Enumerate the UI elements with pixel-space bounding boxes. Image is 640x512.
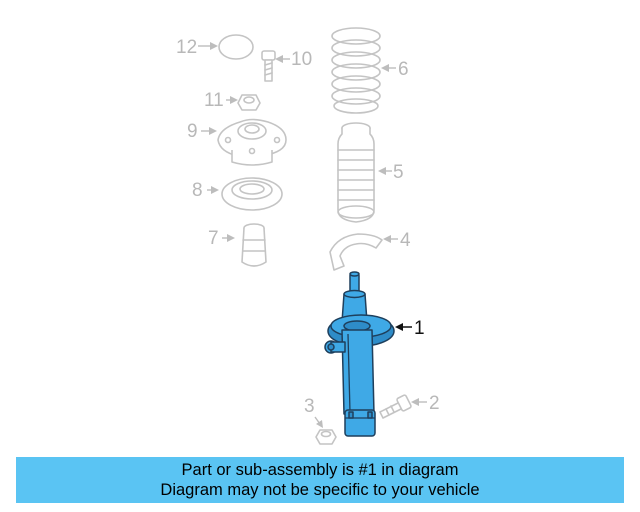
banner-line-2: Diagram may not be specific to your vehi… — [160, 481, 480, 499]
part-7-bump-stop[interactable] — [241, 223, 267, 267]
svg-text:4: 4 — [400, 230, 411, 251]
callout-6: 6 — [381, 59, 409, 80]
svg-text:3: 3 — [304, 396, 315, 417]
part-10-bolt[interactable] — [261, 50, 276, 82]
part-9-strut-mount[interactable] — [217, 118, 287, 166]
callout-8: 8 — [192, 180, 219, 201]
callout-9: 9 — [187, 121, 217, 142]
callout-3: 3 — [304, 396, 323, 428]
part-2-bolt[interactable] — [379, 394, 412, 419]
info-banner: Part or sub-assembly is #1 in diagram Di… — [16, 457, 624, 503]
part-1-strut-assembly[interactable] — [324, 271, 395, 437]
part-3-nut[interactable] — [315, 429, 337, 445]
callout-4: 4 — [383, 230, 411, 251]
svg-text:8: 8 — [192, 180, 203, 201]
callout-12: 12 — [176, 37, 218, 58]
svg-text:11: 11 — [204, 90, 224, 111]
svg-text:10: 10 — [291, 49, 312, 70]
callout-5: 5 — [378, 162, 404, 183]
banner-line-1: Part or sub-assembly is #1 in diagram — [181, 461, 459, 479]
parts-diagram: 12 10 6 11 — [176, 27, 440, 445]
svg-text:2: 2 — [429, 393, 440, 414]
part-6-coil-spring[interactable] — [331, 27, 381, 114]
part-8-bearing[interactable] — [221, 177, 283, 211]
svg-text:6: 6 — [398, 59, 409, 80]
part-4-spring-isolator[interactable] — [329, 233, 383, 271]
svg-text:1: 1 — [414, 318, 425, 339]
part-5-dust-boot[interactable] — [337, 122, 375, 223]
part-12-o-ring[interactable] — [218, 34, 254, 60]
callout-11: 11 — [204, 90, 238, 111]
svg-text:7: 7 — [208, 228, 219, 249]
svg-text:12: 12 — [176, 37, 197, 58]
callout-1: 1 — [395, 318, 425, 339]
callout-10: 10 — [275, 49, 312, 70]
svg-text:9: 9 — [187, 121, 198, 142]
callout-2: 2 — [411, 393, 440, 414]
callout-7: 7 — [208, 228, 235, 249]
svg-text:5: 5 — [393, 162, 404, 183]
part-11-nut[interactable] — [237, 94, 261, 111]
